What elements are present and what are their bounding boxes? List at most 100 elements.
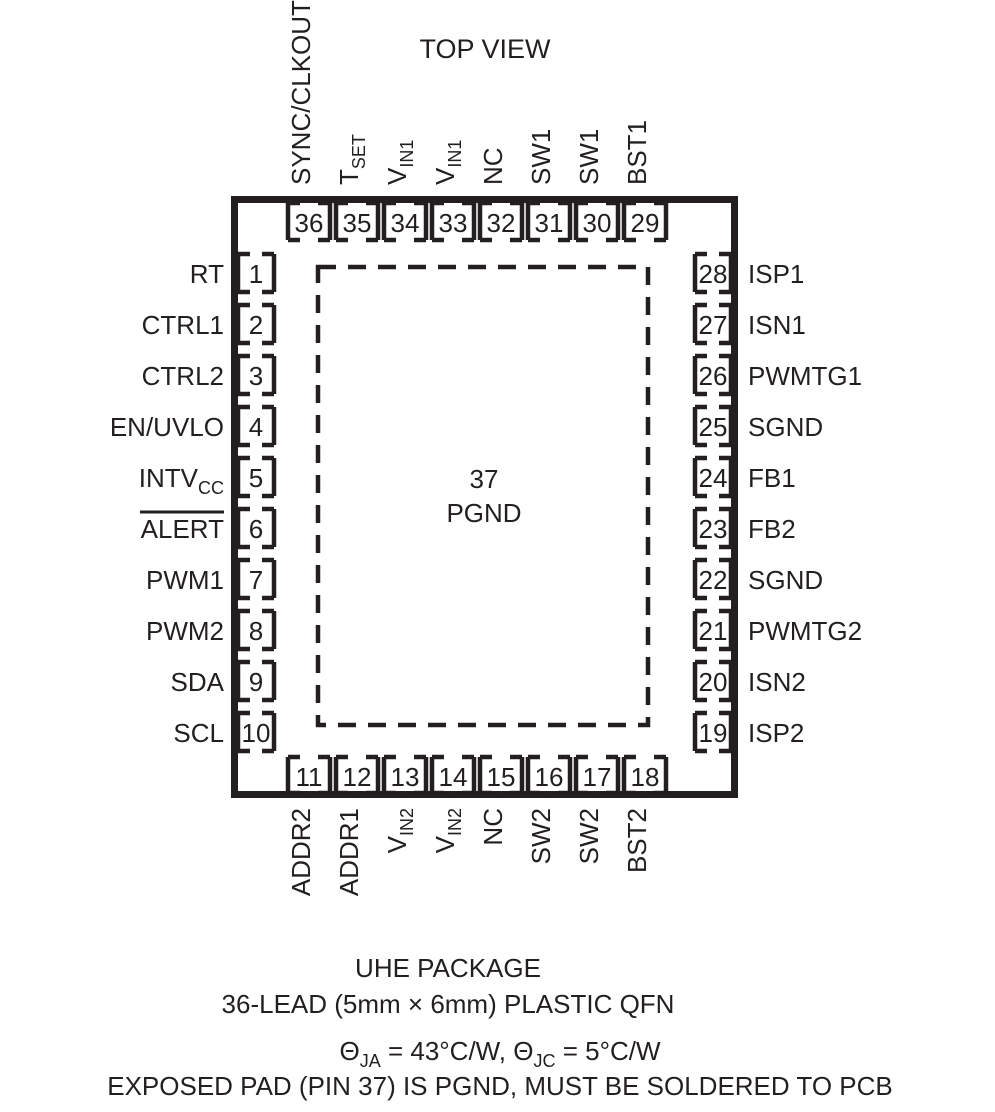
pin-number-6: 6 xyxy=(249,514,263,544)
pin-number-21: 21 xyxy=(699,616,728,646)
pin-number-17: 17 xyxy=(583,762,612,792)
pin-box-9: 9 SDA xyxy=(171,659,277,703)
svg-text:ADDR1: ADDR1 xyxy=(334,808,364,896)
pin-number-14: 14 xyxy=(439,762,468,792)
pin-number-19: 19 xyxy=(699,718,728,748)
pin-box-33: 33 xyxy=(429,200,477,243)
bottom-pin-label-16: SW2 xyxy=(526,808,556,864)
pin-box-4: 4 EN/UVLO xyxy=(110,404,277,448)
pin-box-5: 5 INTVCC xyxy=(139,455,277,499)
svg-text:SW2: SW2 xyxy=(574,808,604,864)
svg-text:SW2: SW2 xyxy=(526,808,556,864)
pin-number-25: 25 xyxy=(699,412,728,442)
bottom-pin-label-16-text: SW2 xyxy=(526,808,556,864)
left-pin-label-3: CTRL2 xyxy=(142,361,224,391)
right-pin-label-21: PWMTG2 xyxy=(748,616,862,646)
pin-box-12: 12 xyxy=(333,754,381,796)
footer-thermal-resistance: ΘJA = 43°C/W, ΘJC = 5°C/W xyxy=(339,1036,660,1071)
top-pin-label-31: SW1 xyxy=(526,129,556,185)
bottom-pin-label-14-text: V xyxy=(430,835,460,853)
pin-box-24: 24 FB1 xyxy=(692,455,796,499)
top-pin-label-35-sub: SET xyxy=(349,134,369,169)
right-pin-label-24: FB1 xyxy=(748,463,796,493)
pin-number-9: 9 xyxy=(249,667,263,697)
pin-box-18: 18 xyxy=(621,754,669,796)
theta-ja-value: = 43°C/W, xyxy=(381,1036,514,1066)
left-pin-label-10-text: SCL xyxy=(173,718,224,748)
pin-number-11: 11 xyxy=(296,762,323,792)
pin-number-34: 34 xyxy=(391,208,420,238)
top-pin-label-36-text: SYNC/CLKOUT xyxy=(286,0,316,185)
footer-package-desc: 36-LEAD (5mm × 6mm) PLASTIC QFN xyxy=(222,989,675,1019)
pin-box-14: 14 xyxy=(429,754,477,796)
pin-number-13: 13 xyxy=(391,762,420,792)
left-pin-label-8: PWM2 xyxy=(146,616,224,646)
page-title: TOP VIEW xyxy=(419,34,551,64)
svg-text:VIN1: VIN1 xyxy=(382,140,417,185)
pin-box-28: 28 ISP1 xyxy=(692,251,804,295)
pin-number-23: 23 xyxy=(699,514,728,544)
svg-text:VIN2: VIN2 xyxy=(382,808,417,853)
exposed-pad-name: PGND xyxy=(446,498,521,528)
pin-number-5: 5 xyxy=(249,463,263,493)
pin-number-20: 20 xyxy=(699,667,728,697)
left-pin-label-9: SDA xyxy=(171,667,225,697)
pin-box-27: 27 ISN1 xyxy=(692,302,806,346)
top-pin-label-30-text: SW1 xyxy=(574,129,604,185)
theta-jc-symbol: Θ xyxy=(513,1036,533,1066)
bottom-pin-label-11-text: ADDR2 xyxy=(286,808,316,896)
exposed-pad-number: 37 xyxy=(470,464,499,494)
pin-number-31: 31 xyxy=(535,208,564,238)
top-pin-boxes: 36 35 34 33 32 31 30 29 xyxy=(285,200,669,243)
pin-number-7: 7 xyxy=(249,565,263,595)
top-pin-label-34: VIN1 xyxy=(382,140,417,185)
right-pin-label-23: FB2 xyxy=(748,514,796,544)
left-pin-label-7: PWM1 xyxy=(146,565,224,595)
pin-box-7: 7 PWM1 xyxy=(146,557,277,601)
top-pin-label-30: SW1 xyxy=(574,129,604,185)
pin-number-32: 32 xyxy=(487,208,516,238)
bottom-pin-label-11: ADDR2 xyxy=(286,808,316,896)
top-pin-label-36: SYNC/CLKOUT xyxy=(286,0,316,185)
left-pin-label-10: SCL xyxy=(173,718,224,748)
right-pin-label-26: PWMTG1 xyxy=(748,361,862,391)
pin-box-26: 26 PWMTG1 xyxy=(692,353,862,397)
right-pin-group: 28 ISP1 27 ISN1 26 PWMTG1 25 SGND 24 FB1… xyxy=(692,251,862,754)
pin-number-30: 30 xyxy=(583,208,612,238)
svg-text:BST2: BST2 xyxy=(622,808,652,873)
pin-number-35: 35 xyxy=(343,208,372,238)
theta-ja-sub: JA xyxy=(360,1051,381,1071)
pin-number-15: 15 xyxy=(487,762,516,792)
left-pin-group: 1 RT 2 CTRL1 3 CTRL2 4 EN/UVLO xyxy=(110,251,277,754)
bottom-pin-label-17-text: SW2 xyxy=(574,808,604,864)
left-pin-label-1-text: RT xyxy=(190,259,224,289)
left-pin-label-5-sub: CC xyxy=(198,478,224,498)
footer-package-name: UHE PACKAGE xyxy=(355,953,541,983)
top-pin-label-34-text: V xyxy=(382,167,412,185)
pin-box-3: 3 CTRL2 xyxy=(142,353,277,397)
pin-box-11: 11 xyxy=(285,754,333,796)
pin-number-3: 3 xyxy=(249,361,263,391)
left-pin-label-2: CTRL1 xyxy=(142,310,224,340)
bottom-pin-label-12-text: ADDR1 xyxy=(334,808,364,896)
top-pin-label-33: VIN1 xyxy=(430,140,465,185)
right-pin-label-20: ISN2 xyxy=(748,667,806,697)
pin-number-29: 29 xyxy=(631,208,660,238)
pin-number-36: 36 xyxy=(295,208,324,238)
left-pin-label-4: EN/UVLO xyxy=(110,412,224,442)
pin-number-18: 18 xyxy=(631,762,660,792)
top-pin-label-33-text: V xyxy=(430,167,460,185)
left-pin-label-9-text: SDA xyxy=(171,667,225,697)
bottom-pin-label-15: NC xyxy=(478,808,508,846)
bottom-pin-label-14-sub: IN2 xyxy=(445,808,465,836)
left-pin-label-1: RT xyxy=(190,259,224,289)
pin-box-34: 34 xyxy=(381,200,429,243)
left-pin-label-5: INTVCC xyxy=(139,463,224,498)
right-pin-label-28: ISP1 xyxy=(748,259,804,289)
pin-box-23: 23 FB2 xyxy=(692,506,796,550)
bottom-pin-label-18-text: BST2 xyxy=(622,808,652,873)
pin-box-17: 17 xyxy=(573,754,621,796)
pin-box-10: 10 SCL xyxy=(173,710,277,754)
bottom-pin-label-18: BST2 xyxy=(622,808,652,873)
svg-text:TSET: TSET xyxy=(334,134,369,185)
